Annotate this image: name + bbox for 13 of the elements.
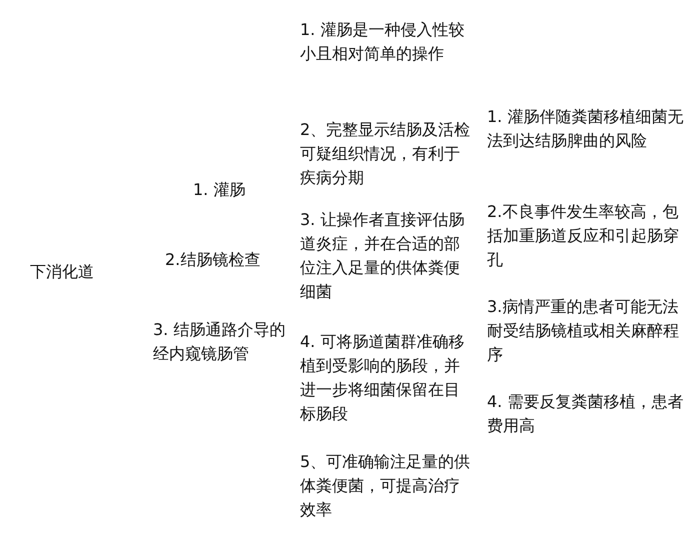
advantage-text: 2、完整显示结肠及活检可疑组织情况，有利于疾病分期: [300, 119, 472, 189]
disadvantage-text: 2.不良事件发生率较高，包括加重肠道反应和引起肠穿孔: [487, 201, 680, 271]
method-label: 1. 灌肠: [193, 179, 246, 201]
disadvantage-text: 4. 需要反复粪菌移植，患者费用高: [487, 391, 684, 437]
advantage-text: 1. 灌肠是一种侵入性较小且相对简单的操作: [300, 19, 466, 65]
advantage-text: 4. 可将肠道菌群准确移植到受影响的肠段，并进一步将细菌保留在目标肠段: [300, 331, 466, 425]
topic-label: 下消化道: [30, 261, 95, 283]
disadvantage-text: 3.病情严重的患者可能无法耐受结肠镜植或相关麻醉程序: [487, 296, 680, 366]
method-label: 2.结肠镜检查: [165, 249, 262, 271]
disadvantage-text: 1. 灌肠伴随粪菌移植细菌无法到达结肠脾曲的风险: [487, 106, 684, 152]
advantage-text: 3. 让操作者直接评估肠道炎症，并在合适的部位注入足量的供体粪便细菌: [300, 209, 466, 303]
advantage-text: 5、可准确输注足量的供体粪便菌，可提高治疗效率: [300, 451, 472, 521]
method-label: 3. 结肠通路介导的经内窥镜肠管: [153, 319, 286, 365]
